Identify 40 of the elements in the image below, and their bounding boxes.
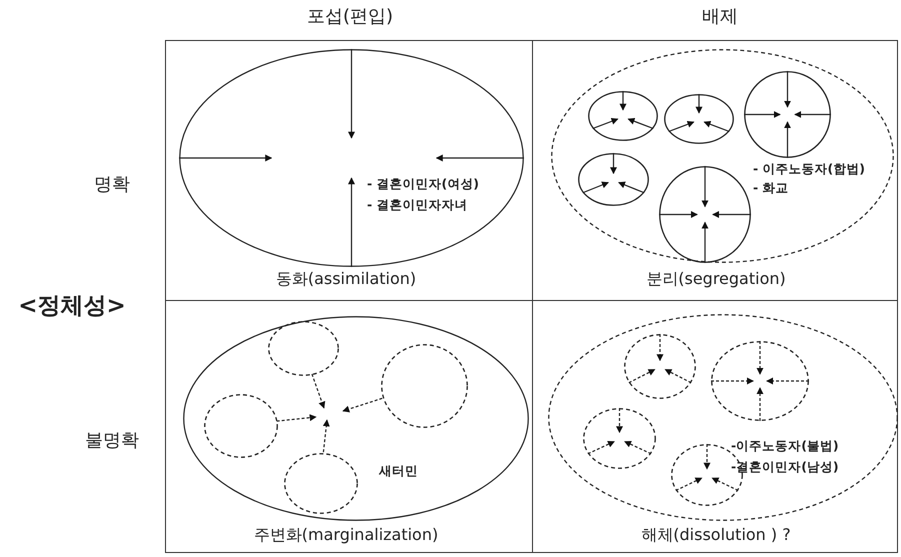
dashed-arrow bbox=[342, 398, 382, 412]
quadrant-cell bbox=[532, 300, 898, 553]
quadrant-caption: 동화(assimilation) bbox=[276, 269, 416, 290]
group-circle bbox=[664, 94, 734, 144]
group-circle bbox=[711, 341, 809, 421]
column-header: 배제 bbox=[702, 5, 738, 28]
column-header: 포섭(편입) bbox=[306, 5, 394, 28]
group-circle bbox=[744, 71, 831, 158]
group-ellipse bbox=[551, 49, 894, 263]
note-text: 새터민 bbox=[379, 463, 418, 480]
note-text: - 결혼이민자자녀 bbox=[367, 197, 468, 214]
group-circle bbox=[381, 344, 468, 428]
group-circle bbox=[268, 321, 339, 376]
group-ellipse bbox=[183, 316, 529, 521]
group-circle bbox=[624, 334, 696, 399]
group-circle bbox=[204, 394, 278, 458]
quadrant-cell bbox=[165, 300, 533, 553]
note-text: -이주노동자(불법) bbox=[731, 438, 839, 455]
group-circle bbox=[578, 153, 649, 206]
quadrant-caption: 해체(dissolution ) ? bbox=[641, 525, 791, 546]
row-label: 명확 bbox=[94, 173, 130, 196]
quadrant-caption: 주변화(marginalization) bbox=[254, 525, 438, 546]
group-ellipse bbox=[179, 49, 524, 267]
note-text: -결혼이민자(남성) bbox=[731, 459, 839, 476]
axis-title: <정체성> bbox=[18, 292, 126, 321]
note-text: - 이주노동자(합법) bbox=[753, 161, 865, 178]
note-text: - 화교 bbox=[753, 180, 789, 197]
note-text: - 결혼이민자(여성) bbox=[367, 176, 479, 193]
group-circle bbox=[659, 166, 751, 263]
group-circle bbox=[583, 408, 656, 469]
dashed-arrow bbox=[276, 414, 317, 422]
group-circle bbox=[284, 453, 358, 514]
quadrant-cell bbox=[532, 40, 898, 301]
quadrant-cell bbox=[165, 40, 533, 301]
dashed-arrow bbox=[322, 419, 330, 452]
row-label: 불명확 bbox=[85, 429, 139, 452]
quadrant-caption: 분리(segregation) bbox=[646, 269, 786, 290]
group-circle bbox=[588, 91, 658, 141]
group-ellipse bbox=[548, 314, 898, 521]
dashed-arrow bbox=[311, 374, 326, 409]
